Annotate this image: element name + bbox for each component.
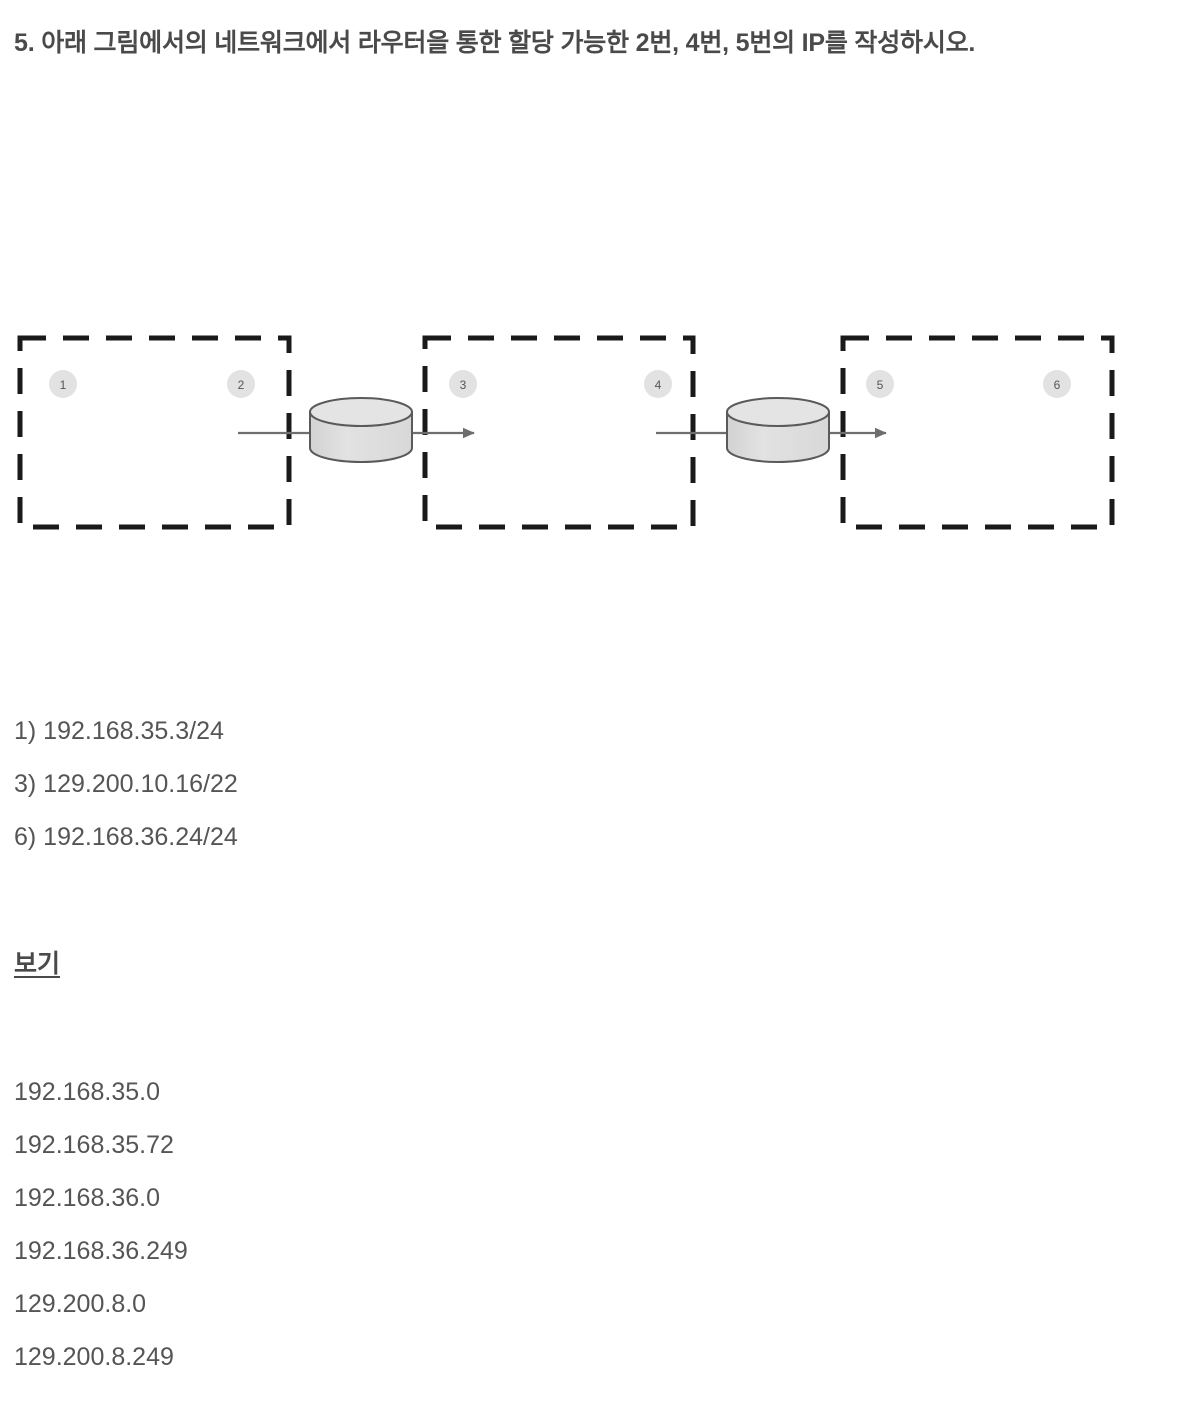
given-ip-list: 1) 192.168.35.3/24 3) 129.200.10.16/22 6… [14, 705, 614, 864]
subnet-badge-4: 4 [644, 370, 672, 398]
option-item: 192.168.36.0 [14, 1184, 160, 1212]
given-ip-item: 3) 129.200.10.16/22 [14, 770, 238, 798]
router-cylinder-1 [309, 397, 413, 463]
option-list: 192.168.35.0 192.168.35.72 192.168.36.0 … [14, 1066, 614, 1384]
given-ip-item: 6) 192.168.36.24/24 [14, 823, 238, 851]
network-diagram-svg: 1 2 3 4 5 6 [17, 335, 1115, 530]
subnet-badge-5-label: 5 [877, 378, 884, 392]
question-heading: 5. 아래 그림에서의 네트워크에서 라우터을 통한 할당 가능한 2번, 4번… [14, 29, 976, 57]
subnet-badge-2: 2 [227, 370, 255, 398]
option-item: 192.168.35.0 [14, 1078, 160, 1106]
option-item: 192.168.35.72 [14, 1131, 174, 1159]
option-item: 192.168.36.249 [14, 1237, 188, 1265]
subnet-badge-4-label: 4 [655, 378, 662, 392]
router-cylinder-2 [726, 397, 830, 463]
subnet-badge-6: 6 [1043, 370, 1071, 398]
option-item: 129.200.8.0 [14, 1290, 147, 1318]
option-item: 129.200.8.249 [14, 1343, 174, 1371]
bogi-heading: 보기 [14, 950, 61, 978]
given-ip-item: 1) 192.168.35.3/24 [14, 717, 224, 745]
subnet-badge-1: 1 [49, 370, 77, 398]
subnet-badge-5: 5 [866, 370, 894, 398]
subnet-badge-2-label: 2 [238, 378, 245, 392]
subnet-badge-1-label: 1 [60, 378, 67, 392]
network-diagram: 1 2 3 4 5 6 [0, 325, 1184, 540]
subnet-badge-3-label: 3 [460, 378, 467, 392]
subnet-badge-6-label: 6 [1054, 378, 1061, 392]
subnet-badge-3: 3 [449, 370, 477, 398]
